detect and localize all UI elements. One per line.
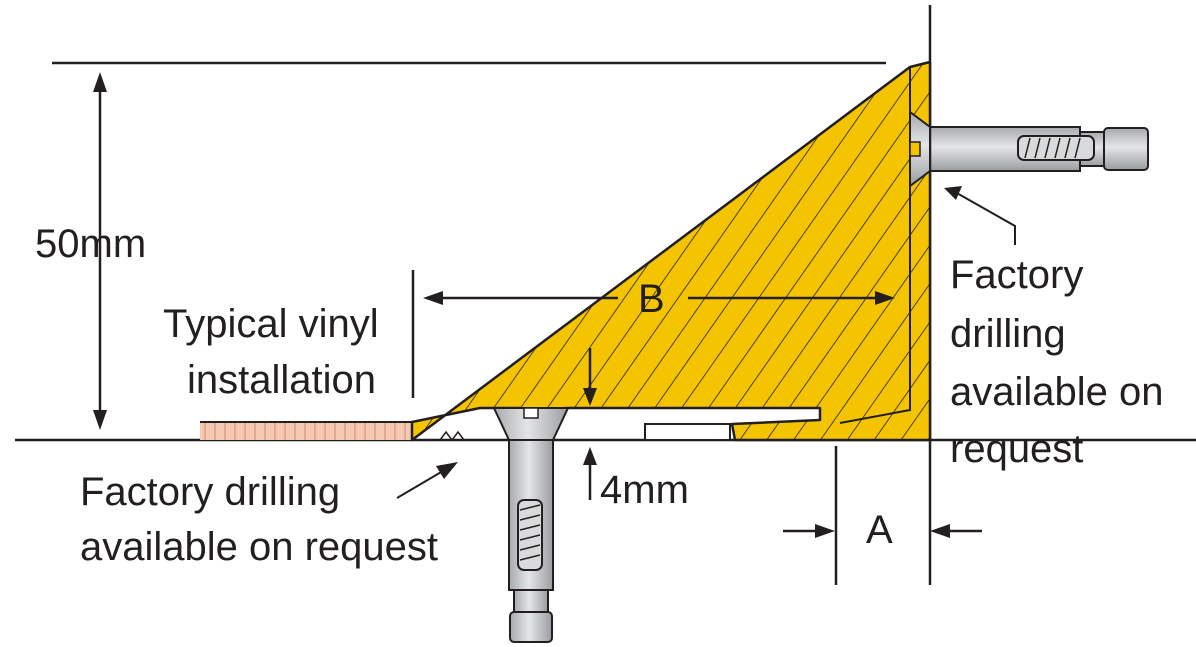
vinyl-label-line1: Typical vinyl <box>163 302 379 346</box>
height-label: 50mm <box>35 222 146 266</box>
height-dimension <box>93 72 107 430</box>
dim-b-label: B <box>638 277 665 321</box>
floor-drilling-leader <box>396 462 458 499</box>
floor-anchor <box>508 439 554 643</box>
floor-screw-head <box>492 407 570 441</box>
thickness-label: 4mm <box>600 468 689 512</box>
wall-anchor <box>929 126 1149 172</box>
wall-drilling-line4: request <box>950 427 1083 471</box>
wall-drilling-line1: Factory <box>950 253 1083 297</box>
vinyl-label-line2: installation <box>187 358 376 402</box>
wall-screw-head <box>909 110 931 188</box>
thickness-arrows <box>583 348 597 500</box>
wall-drilling-leader <box>944 186 1016 245</box>
vinyl-flooring <box>200 421 412 440</box>
stair-nosing-profile <box>410 60 932 442</box>
floor-drilling-line1: Factory drilling <box>80 470 340 514</box>
dim-a-label: A <box>866 508 893 552</box>
dim-b-arrow <box>423 291 895 305</box>
wall-drilling-line2: drilling <box>950 312 1066 356</box>
wall-drilling-line3: available on <box>950 370 1164 414</box>
floor-drilling-line2: available on request <box>80 525 438 569</box>
dim-a-arrows <box>783 524 982 538</box>
